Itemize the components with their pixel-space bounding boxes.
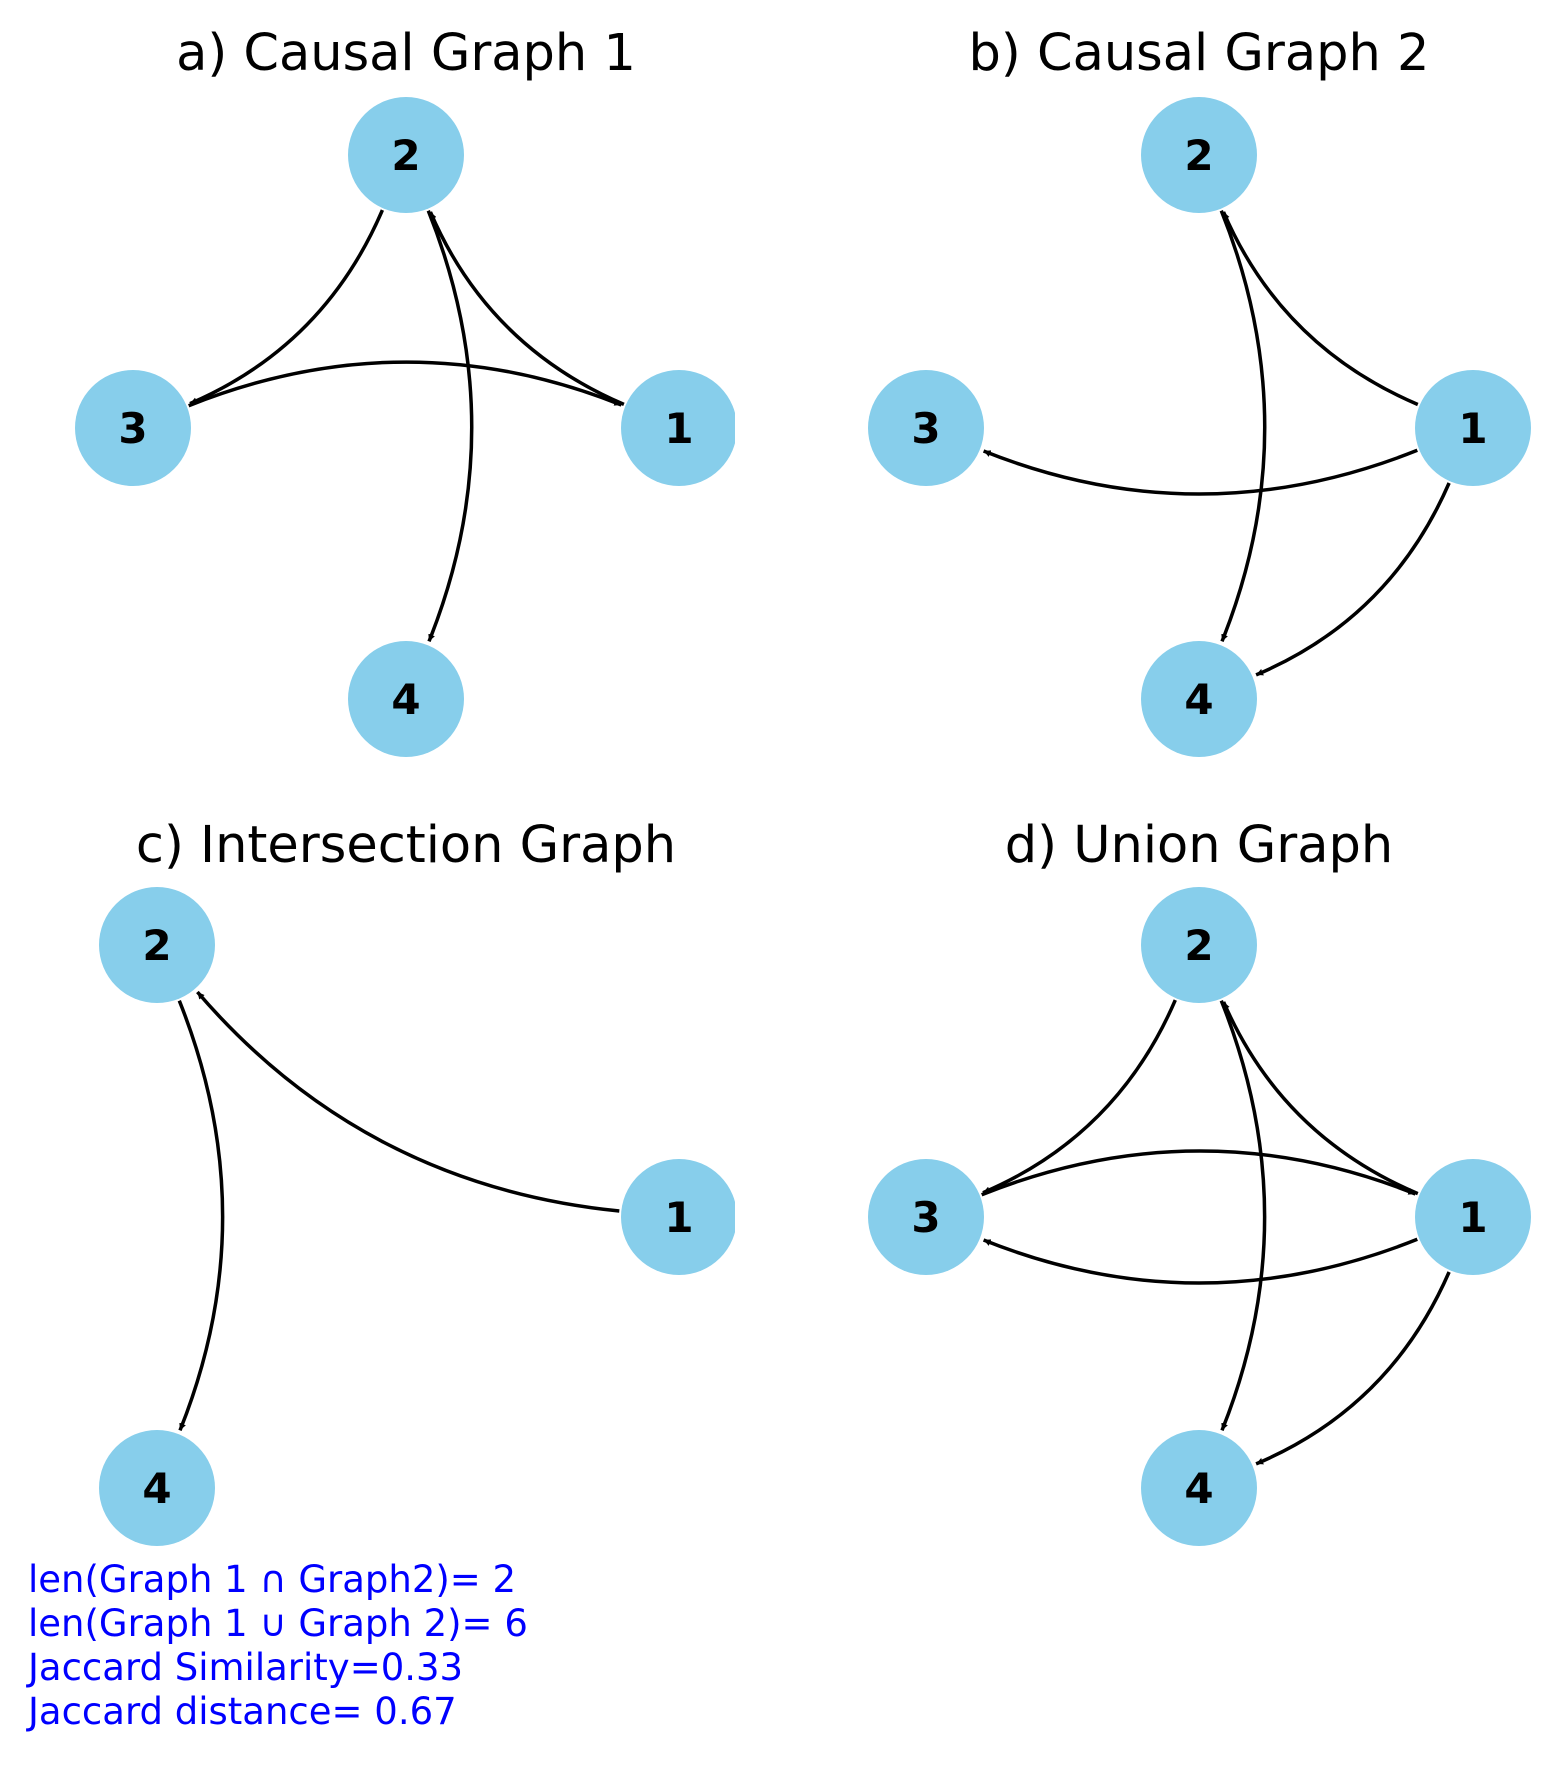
panel-title-a: a) Causal Graph 1 [176,24,636,83]
node-label: 4 [142,1464,171,1513]
node-label: 1 [1458,404,1487,453]
node-circle [1415,370,1531,486]
node-label: 2 [1184,131,1213,180]
panel-d: d) Union Graph 1 2 3 4 [868,816,1531,1546]
panel-b: b) Causal Graph 2 1 2 3 4 [868,24,1531,757]
panel-title-c: c) Intersection Graph [136,816,676,875]
edge-a-1-to-2 [428,211,625,407]
node-circle [348,641,464,757]
node-label: 4 [1184,675,1213,724]
node-label: 3 [118,404,147,453]
node-d-2: 2 [1141,887,1257,1003]
node-label: 2 [142,921,171,970]
node-c-4: 4 [99,1430,215,1546]
node-circle [1141,97,1257,213]
intersection-length-text: len(Graph 1 ∩ Graph2)= 2 [28,1558,517,1601]
node-circle [1141,1430,1257,1546]
node-a-3: 3 [75,370,191,486]
node-circle [621,370,735,486]
node-circle [348,97,464,213]
node-label: 2 [391,131,420,180]
edge-c-2-to-4 [177,1000,225,1432]
panel-title-d: d) Union Graph [1005,816,1393,875]
node-circle [1415,1159,1531,1275]
edge-a-2-to-4 [426,210,474,643]
node-a-2: 2 [348,97,464,213]
edge-d-1-to-2 [1221,1001,1419,1196]
node-c-1: 1 [621,1159,735,1275]
node-label: 4 [391,675,420,724]
node-circle [868,370,984,486]
node-circle [1141,887,1257,1003]
edge-a-2-to-3 [189,209,385,406]
node-c-2: 2 [99,887,215,1003]
edge-d-2-to-3 [982,999,1177,1195]
node-label: 1 [664,1193,693,1242]
panel-a: a) Causal Graph 1 1 2 3 4 [75,24,735,757]
node-label: 1 [664,404,693,453]
node-d-1: 1 [1415,1159,1531,1275]
node-label: 1 [1458,1193,1487,1242]
edge-d-3-to-1 [981,1149,1417,1197]
edge-b-1-to-3 [982,448,1418,496]
node-circle [1141,641,1257,757]
node-b-3: 3 [868,370,984,486]
node-circle [99,887,215,1003]
edge-d-2-to-4 [1219,1000,1267,1432]
edge-b-1-to-4 [1255,482,1451,677]
jaccard-distance-text: Jaccard distance= 0.67 [28,1690,457,1733]
node-label: 3 [911,404,940,453]
node-b-1: 1 [1415,370,1531,486]
node-b-4: 4 [1141,641,1257,757]
node-circle [621,1159,735,1275]
panel-title-b: b) Causal Graph 2 [969,24,1430,83]
panel-c: c) Intersection Graph 1 2 4 [99,816,735,1546]
union-length-text: len(Graph 1 ∪ Graph 2)= 6 [28,1602,528,1645]
jaccard-similarity-text: Jaccard Similarity=0.33 [28,1646,464,1689]
edge-b-2-to-4 [1219,210,1267,643]
node-b-2: 2 [1141,97,1257,213]
node-label: 4 [1184,1464,1213,1513]
edge-d-1-to-3 [982,1237,1418,1285]
node-a-1: 1 [621,370,735,486]
edge-a-3-to-1 [188,360,623,408]
node-label: 3 [911,1193,940,1242]
node-a-4: 4 [348,641,464,757]
node-circle [99,1430,215,1546]
node-d-4: 4 [1141,1430,1257,1546]
panels-root: a) Causal Graph 1 1 2 3 4 b) Causal Graph 2 1 2… [75,24,1531,1546]
node-circle [75,370,191,486]
node-label: 2 [1184,921,1213,970]
node-d-3: 3 [868,1159,984,1275]
edge-d-1-to-4 [1255,1271,1451,1466]
edge-b-1-to-2 [1221,211,1419,407]
jaccard-stats: len(Graph 1 ∩ Graph2)= 2 len(Graph 1 ∪ G… [28,1558,728,1734]
node-circle [868,1159,984,1275]
edge-c-1-to-2 [196,990,620,1213]
